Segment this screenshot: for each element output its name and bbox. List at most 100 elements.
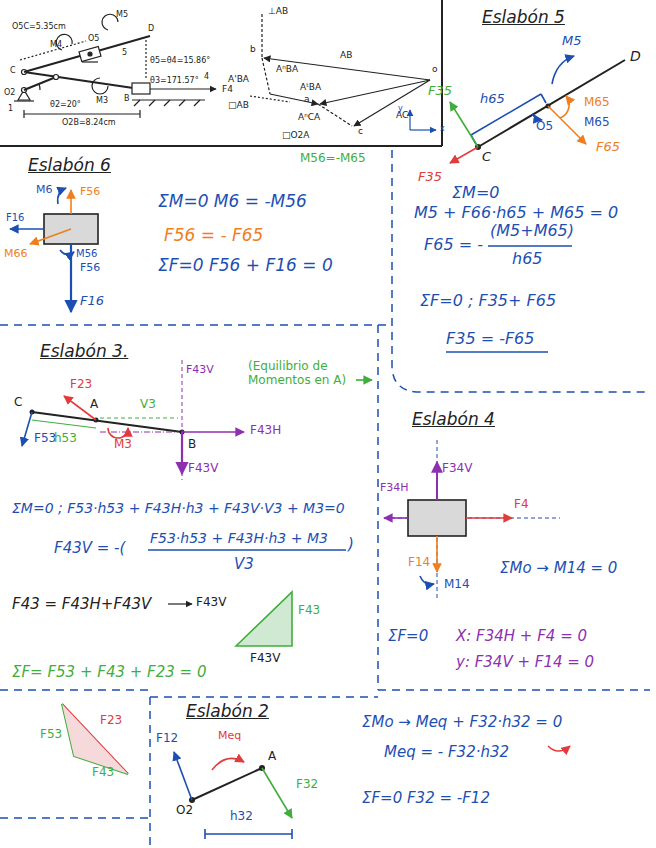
annotation-label: x [440, 124, 445, 133]
annotation-label: θ2=20° [50, 100, 81, 109]
annotation-label: F34H [380, 482, 409, 495]
section-heading: Eslabón 6 [28, 156, 111, 176]
annotation-label: ΣF=0 [388, 628, 428, 645]
annotation-label: F43V [196, 596, 226, 610]
annotation-label: F43V = -( [54, 540, 125, 557]
annotation-label: A [90, 398, 98, 412]
annotation-label: F43V [188, 462, 218, 476]
annotation-label: F53 [34, 432, 56, 446]
annotation-label: y [398, 104, 403, 113]
annotation-label: F32 [296, 778, 318, 792]
annotation-label: F65 [596, 140, 620, 155]
annotation-label: O2B=8.24cm [62, 118, 116, 127]
annotation-label: M5 + F66·h65 + M65 = 0 [414, 204, 618, 222]
annotation-label: O5 [536, 120, 553, 134]
annotation-label: □O2A [282, 130, 309, 140]
annotation-label: D [148, 24, 154, 33]
annotation-label: ΣM=0 ; F53·h53 + F43H·h3 + F43V·V3 + M3=… [12, 500, 345, 516]
annotation-label: F35 [418, 170, 442, 185]
annotation-label: b [250, 44, 256, 54]
link-2-sketch [174, 746, 570, 839]
annotation-label: ΣMo → M14 = 0 [500, 560, 617, 577]
annotation-label: h65 [480, 92, 505, 107]
annotation-label: 5 [122, 48, 127, 57]
annotation-label: ΣF=0 F56 + F16 = 0 [158, 256, 333, 276]
annotation-label: F43 = F43H+F43V [12, 596, 151, 613]
annotation-label: AB [340, 50, 352, 60]
annotation-label: y: F34V + F14 = 0 [456, 654, 594, 671]
annotation-label: O5 [88, 34, 99, 43]
annotation-label: a [304, 94, 310, 104]
annotation-label: θ3=171.57° [150, 76, 199, 85]
annotation-label: 4 [204, 72, 209, 81]
annotation-label: F23 [70, 378, 92, 392]
annotation-label: F4 [514, 498, 529, 512]
annotation-label: M65 [584, 96, 610, 110]
annotation-label: θ5=θ4=15.86° [150, 56, 210, 65]
annotation-label: M14 [444, 578, 470, 592]
annotation-label: M66 [4, 248, 28, 261]
frame-line [0, 0, 442, 146]
annotation-label: F35 = -F65 [446, 330, 534, 348]
annotation-label: F56 [80, 186, 100, 199]
annotation-label: h32 [230, 810, 253, 824]
annotation-label: M5 [562, 34, 582, 49]
annotation-label: F65 = - [424, 236, 483, 254]
annotation-label: O2 [4, 88, 15, 97]
annotation-label: F43 [92, 766, 114, 780]
annotation-label: A [268, 750, 276, 764]
annotation-label: F56 = - F65 [164, 226, 263, 246]
annotation-label: (M5+M65) [490, 222, 574, 240]
section-heading: Eslabón 3. [40, 342, 128, 362]
annotation-label: ΣM=0 M6 = -M56 [158, 192, 307, 212]
annotation-label: 1 [8, 104, 13, 113]
annotation-label: M5 [116, 10, 128, 19]
annotation-label: F12 [156, 732, 178, 746]
annotation-label: M56 [76, 248, 97, 260]
annotation-label: F43H [250, 424, 281, 438]
annotation-label: F43 [298, 604, 320, 618]
annotation-label: □AB [228, 100, 249, 110]
annotation-label: F4 [222, 84, 233, 94]
section-heading: Eslabón 5 [482, 8, 565, 28]
annotation-label: F56 [80, 262, 100, 275]
annotation-label: ) [348, 536, 354, 553]
annotation-label: D [630, 48, 641, 64]
annotation-label: B [188, 438, 196, 452]
annotation-label: F14 [408, 556, 430, 570]
annotation-label: h65 [512, 250, 543, 268]
annotation-label: ΣM=0 [452, 184, 500, 202]
annotation-label: F34V [442, 462, 472, 476]
annotation-label: M4 [50, 40, 62, 49]
annotation-label: F43V [250, 652, 280, 666]
section-divider [0, 150, 650, 848]
annotation-label: A'BA [228, 74, 249, 84]
annotation-label: V3 [140, 398, 156, 412]
annotation-label: F23 [100, 714, 122, 728]
section-heading: Eslabón 2 [186, 702, 269, 722]
annotation-label: M3 [96, 96, 108, 105]
annotation-label: ΣMo → Meq + F32·h32 = 0 [362, 714, 562, 731]
annotation-label: AᵗBA [300, 82, 321, 92]
margin-note: (Equilibrio de Momentos en A) [248, 360, 352, 388]
annotation-label: F35 [428, 84, 452, 99]
annotation-label: M3 [114, 438, 132, 452]
annotation-label: C [14, 396, 22, 410]
annotation-label: AⁿCA [298, 112, 320, 122]
annotation-label: h53 [54, 432, 77, 446]
section-heading: Eslabón 4 [412, 410, 495, 430]
annotation-label: ⊥AB [268, 6, 288, 16]
annotation-label: M6 [36, 184, 53, 197]
annotation-label: C [482, 150, 491, 165]
annotation-label: F53 [40, 728, 62, 742]
annotation-label: C [10, 66, 16, 75]
annotation-label: F43V [186, 364, 214, 377]
annotation-label: c [358, 126, 363, 136]
annotation-label: B [124, 94, 130, 103]
annotation-label: F16 [6, 212, 24, 224]
annotation-label: O5C=5.35cm [12, 22, 66, 31]
annotation-label: V3 [234, 556, 254, 573]
annotation-label: M65 [584, 116, 610, 130]
annotation-label: X: F34H + F4 = 0 [456, 628, 587, 645]
